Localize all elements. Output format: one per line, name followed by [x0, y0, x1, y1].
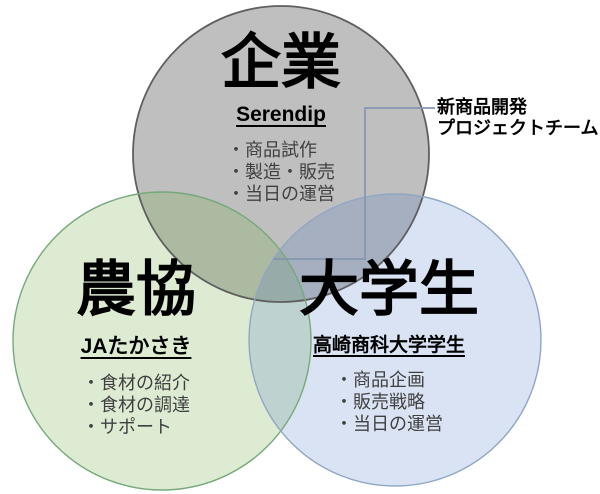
company-group: 企業 Serendip ・商品試作 ・製造・販売 ・当日の運営 — [221, 30, 341, 205]
project-team-label-line1: 新商品開発 — [437, 97, 527, 117]
students-group: 大学生 高崎商科大学学生 ・商品企画 ・販売戦略 ・当日の運営 — [299, 257, 479, 435]
students-circle-outline — [248, 193, 542, 487]
coop-group: 農協 JAたかさき ・食材の紹介 ・食材の調達 ・サポート — [76, 257, 196, 438]
coop-item-list: ・食材の紹介 ・食材の調達 ・サポート — [82, 372, 190, 438]
company-circle-outline — [132, 5, 430, 303]
project-team-label: 新商品開発 プロジェクトチーム — [437, 97, 598, 139]
company-subtitle: Serendip — [236, 103, 326, 126]
list-item: ・製造・販売 — [227, 162, 335, 182]
list-item: ・商品試作 — [227, 140, 317, 160]
connector-line — [273, 107, 435, 260]
list-item: ・商品企画 — [335, 370, 425, 390]
coop-circle-outline — [12, 191, 312, 491]
project-team-label-line2: プロジェクトチーム — [437, 118, 599, 138]
coop-circle-fill — [13, 192, 311, 490]
coop-title: 農協 — [76, 256, 196, 323]
students-subtitle: 高崎商科大学学生 — [312, 335, 465, 356]
company-title: 企業 — [221, 29, 341, 96]
list-item: ・当日の運営 — [335, 414, 443, 434]
list-item: ・食材の調達 — [82, 395, 190, 415]
list-item: ・販売戦略 — [335, 392, 425, 412]
company-circle-fill — [133, 6, 429, 302]
students-circle-fill — [249, 194, 541, 486]
coop-subtitle: JAたかさき — [80, 335, 192, 358]
list-item: ・当日の運営 — [227, 184, 335, 204]
students-title: 大学生 — [299, 256, 479, 323]
company-item-list: ・商品試作 ・製造・販売 ・当日の運営 — [227, 139, 335, 205]
list-item: ・食材の紹介 — [82, 373, 190, 393]
list-item: ・サポート — [82, 417, 172, 437]
students-item-list: ・商品企画 ・販売戦略 ・当日の運営 — [335, 369, 443, 435]
